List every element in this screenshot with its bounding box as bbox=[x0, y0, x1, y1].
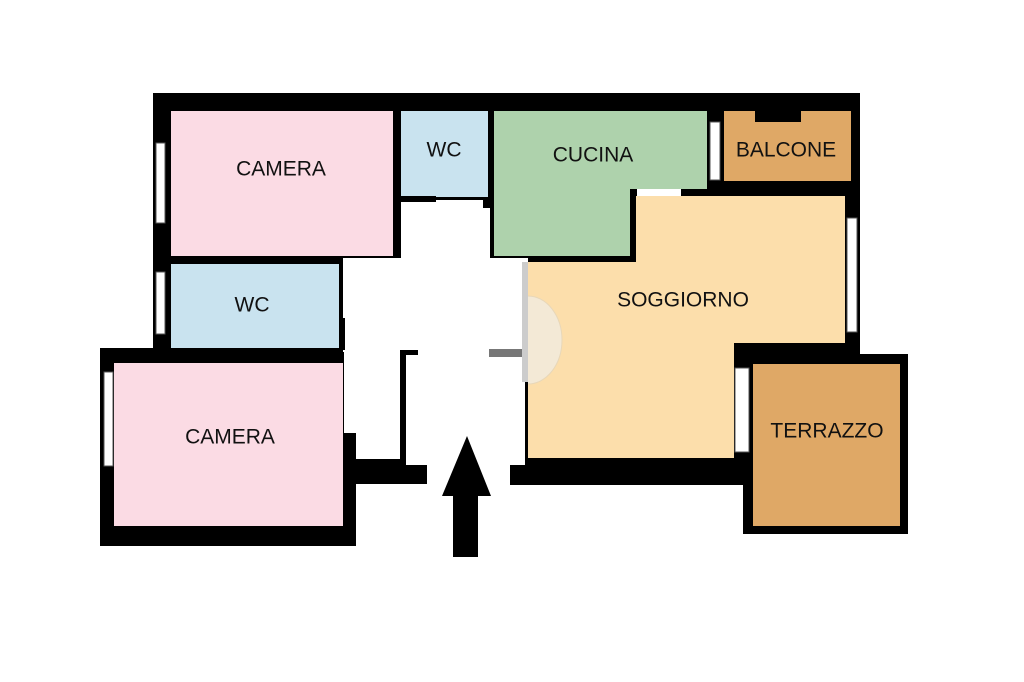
window-cucina bbox=[709, 121, 721, 181]
hall-wall-top bbox=[396, 196, 436, 202]
room-wc-mid bbox=[171, 264, 339, 348]
window-camera-bottom bbox=[103, 371, 114, 467]
door-swing-arc bbox=[527, 295, 563, 385]
windows bbox=[103, 121, 858, 467]
room-camera-top bbox=[171, 111, 393, 256]
soggiorno-jamb bbox=[522, 262, 528, 382]
door-jamb-camera bbox=[343, 433, 356, 461]
label-camera-top: CAMERA bbox=[236, 158, 326, 181]
door-cucina-soggiorno bbox=[637, 189, 681, 196]
arrow-head bbox=[442, 436, 491, 496]
wall-details bbox=[339, 104, 801, 462]
room-cucina bbox=[494, 111, 707, 256]
label-wc-mid: WC bbox=[235, 294, 270, 317]
window-camera-top bbox=[155, 142, 166, 224]
hall-wall-side bbox=[483, 200, 493, 208]
label-camera-bottom: CAMERA bbox=[185, 426, 275, 449]
label-wc-top: WC bbox=[427, 139, 462, 162]
room-terrazzo bbox=[753, 364, 900, 526]
room-soggiorno bbox=[528, 196, 845, 458]
label-soggiorno: SOGGIORNO bbox=[617, 289, 749, 312]
arrow-shaft bbox=[453, 494, 478, 557]
hall-main bbox=[343, 258, 528, 352]
balcone-notch bbox=[755, 104, 801, 122]
room-labels: CAMERA WC CUCINA BALCONE WC SOGGIORNO CA… bbox=[185, 139, 884, 449]
room-balcone bbox=[724, 111, 851, 181]
room-wc-top bbox=[401, 111, 488, 197]
label-balcone: BALCONE bbox=[736, 139, 836, 162]
hall-lower bbox=[344, 350, 400, 434]
hall-partition-cap bbox=[400, 350, 418, 355]
rooms bbox=[114, 111, 900, 526]
window-soggiorno bbox=[846, 217, 858, 333]
label-cucina: CUCINA bbox=[553, 144, 634, 167]
hall-partition bbox=[400, 350, 406, 462]
arrow-up-icon bbox=[442, 436, 491, 557]
window-terrazzo bbox=[734, 367, 750, 453]
door-jamb-wc-mid bbox=[339, 318, 345, 350]
window-wc-mid bbox=[155, 271, 166, 335]
label-terrazzo: TERRAZZO bbox=[770, 420, 883, 443]
hall-upper bbox=[401, 200, 490, 260]
room-camera-bottom bbox=[114, 363, 343, 526]
soggiorno-door-stub bbox=[489, 349, 525, 357]
